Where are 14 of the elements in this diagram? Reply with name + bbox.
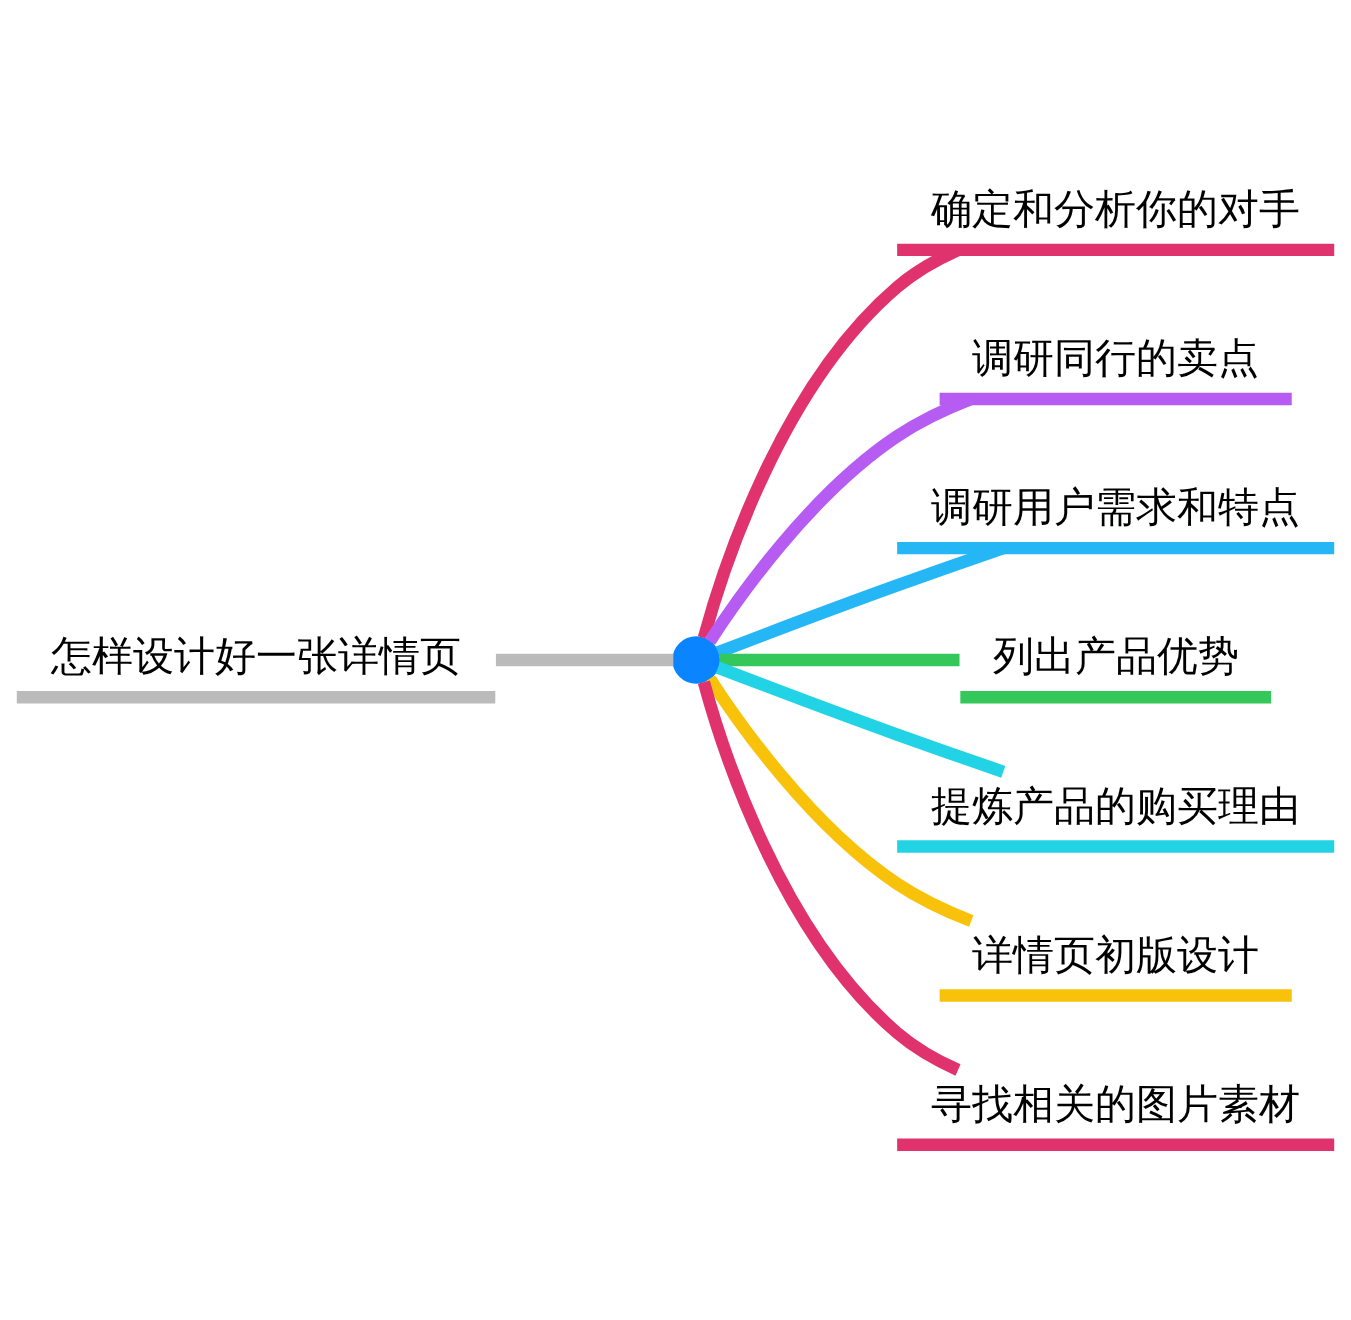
connector	[715, 661, 1006, 778]
node-text: 详情页初版设计	[972, 930, 1260, 979]
node-text: 确定和分析你的对手	[931, 184, 1301, 233]
node-text: 怎样设计好一张详情页	[51, 632, 462, 681]
node-text: 调研用户需求和特点	[931, 483, 1301, 532]
node-text: 提炼产品的购买理由	[931, 781, 1301, 830]
node-circle	[672, 636, 721, 684]
node-text: 寻找相关的图片素材	[931, 1079, 1301, 1128]
connector	[495, 653, 674, 667]
connector	[719, 653, 960, 667]
connector	[704, 675, 974, 927]
connector	[697, 680, 961, 1076]
node-text: 列出产品优势	[992, 632, 1239, 681]
node-text: 调研同行的卖点	[972, 334, 1260, 383]
